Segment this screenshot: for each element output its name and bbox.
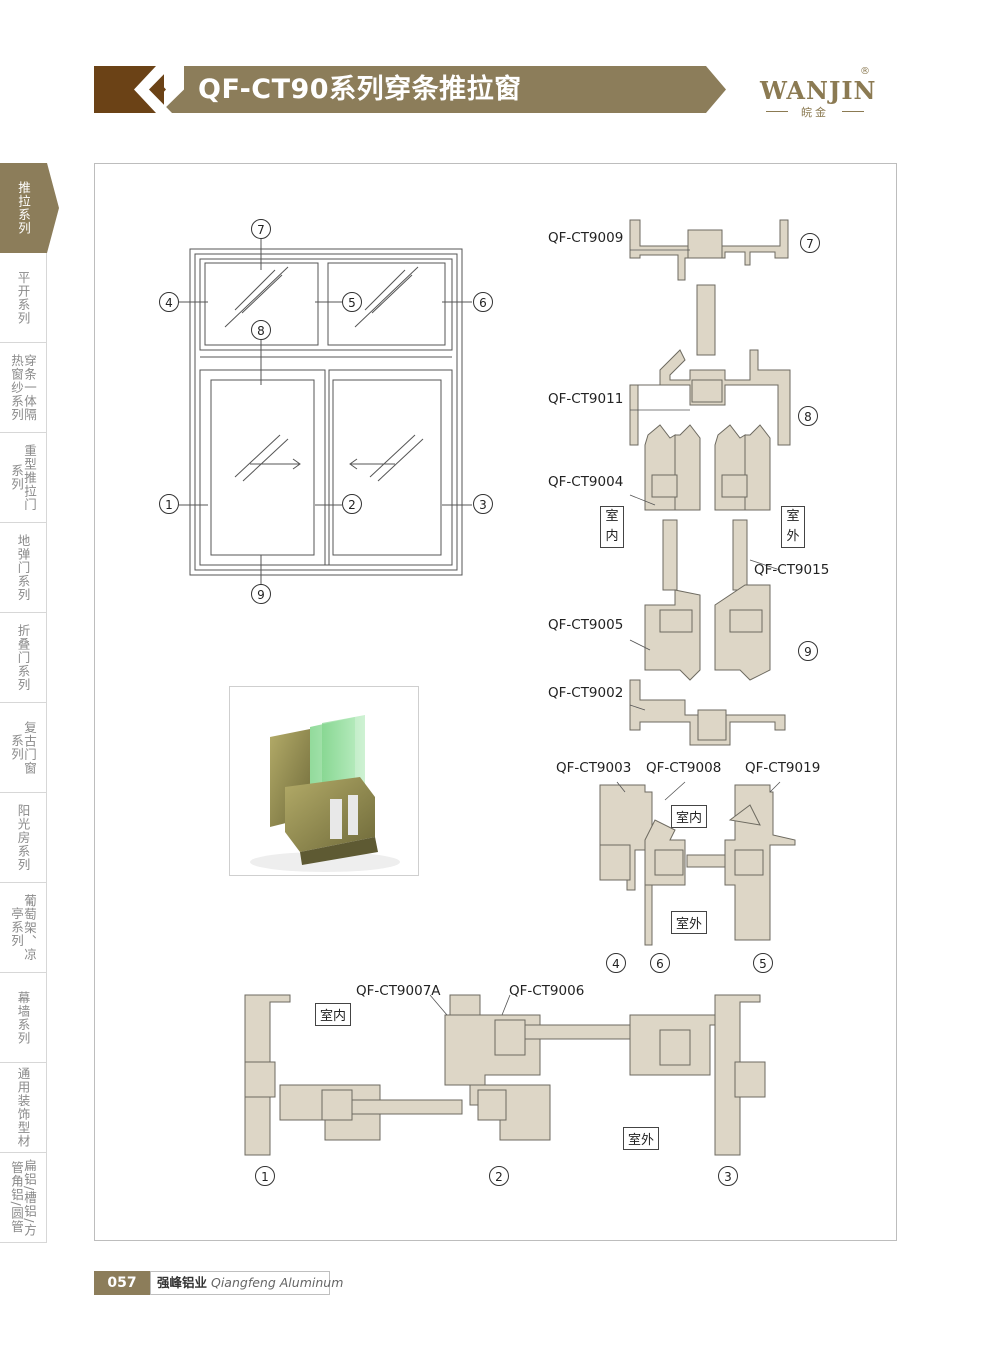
- logo-registered-mark: ®: [860, 66, 870, 77]
- profile-label: QF-CT9008: [646, 760, 722, 776]
- company-name: 强峰铝业: [157, 1275, 208, 1290]
- callout-3: 3: [718, 1166, 738, 1186]
- callout-9: 9: [251, 584, 271, 604]
- logo-rule-right: [842, 111, 864, 112]
- nav-label: 通用装饰型材: [15, 1067, 31, 1148]
- nav-label: 平开系列: [15, 270, 31, 325]
- callout-6: 6: [473, 292, 493, 312]
- brand-logo: WANJIN ® 皖金: [760, 66, 877, 120]
- callout-2: 2: [489, 1166, 509, 1186]
- callout-5: 5: [753, 953, 773, 973]
- profile-label: QF-CT9015: [754, 562, 830, 578]
- indoor-tag: 室内: [600, 506, 624, 548]
- nav-item-curtain-wall[interactable]: 幕墙系列: [0, 973, 47, 1063]
- profile-render-image: [250, 715, 400, 872]
- indoor-tag: 室内: [671, 805, 708, 828]
- profile-label: QF-CT9009: [548, 230, 624, 246]
- nav-label: 地弹门系列: [15, 533, 31, 602]
- callout-7: 7: [800, 233, 820, 253]
- nav-label: 复古门窗系列: [9, 720, 37, 775]
- outdoor-tag: 室外: [781, 506, 805, 548]
- nav-item-folding-door[interactable]: 折叠门系列: [0, 613, 47, 703]
- nav-item-general-profiles[interactable]: 通用装饰型材: [0, 1063, 47, 1153]
- callout-5: 5: [342, 292, 362, 312]
- nav-item-thermal-screen[interactable]: 穿条一体隔热窗纱系列: [0, 343, 47, 433]
- callout-3: 3: [473, 494, 493, 514]
- profile-label: QF-CT9003: [556, 760, 632, 776]
- nav-label: 扁铝/槽铝/方管角铝/圆管: [9, 1158, 37, 1237]
- nav-item-sunroom[interactable]: 阳光房系列: [0, 793, 47, 883]
- indoor-tag: 室内: [315, 1003, 352, 1026]
- callout-9: 9: [798, 641, 818, 661]
- page-number: 057: [94, 1271, 150, 1295]
- nav-item-heavy-sliding-door[interactable]: 重型推拉门系列: [0, 433, 47, 523]
- nav-label: 阳光房系列: [15, 803, 31, 872]
- nav-label: 幕墙系列: [15, 990, 31, 1045]
- page-title: QF-CT90系列穿条推拉窗: [198, 74, 522, 105]
- profile-label: QF-CT9019: [745, 760, 821, 776]
- callout-8: 8: [251, 320, 271, 340]
- callout-2: 2: [342, 494, 362, 514]
- product-photo: [229, 686, 419, 876]
- profile-label: QF-CT9004: [548, 474, 624, 490]
- callout-8: 8: [798, 406, 818, 426]
- nav-label: 葡萄架、凉亭系列: [9, 893, 37, 962]
- nav-item-pergola[interactable]: 葡萄架、凉亭系列: [0, 883, 47, 973]
- nav-label: 折叠门系列: [15, 623, 31, 692]
- outdoor-tag: 室外: [623, 1127, 660, 1150]
- nav-item-retro[interactable]: 复古门窗系列: [0, 703, 47, 793]
- profile-label: QF-CT9002: [548, 685, 624, 701]
- callout-1: 1: [159, 494, 179, 514]
- content-frame: [94, 163, 897, 1241]
- footer-company: 强峰铝业 Qiangfeng Aluminum: [150, 1271, 343, 1295]
- company-name-en: Qiangfeng Aluminum: [211, 1275, 344, 1290]
- nav-item-flat-bars[interactable]: 扁铝/槽铝/方管角铝/圆管: [0, 1153, 47, 1243]
- callout-6: 6: [650, 953, 670, 973]
- nav-label: 穿条一体隔热窗纱系列: [9, 353, 37, 422]
- outdoor-tag: 室外: [671, 911, 708, 934]
- logo-subtitle: 皖金: [801, 106, 829, 119]
- profile-label: QF-CT9005: [548, 617, 624, 633]
- logo-wordmark: WANJIN: [760, 76, 877, 105]
- nav-item-floor-spring-door[interactable]: 地弹门系列: [0, 523, 47, 613]
- nav-label: 重型推拉门系列: [9, 443, 37, 512]
- nav-item-casement[interactable]: 平开系列: [0, 253, 47, 343]
- logo-rule-left: [766, 111, 788, 112]
- side-navigation: 推拉系列 平开系列 穿条一体隔热窗纱系列 重型推拉门系列 地弹门系列 折叠门系列…: [0, 163, 59, 1243]
- sliding-section-drawing: [244, 994, 766, 1156]
- profile-label: QF-CT9006: [509, 983, 585, 999]
- nav-label: 推拉系列: [16, 181, 31, 235]
- nav-item-sliding[interactable]: 推拉系列: [0, 163, 59, 253]
- window-elevation-drawing: [179, 239, 472, 585]
- profile-label: QF-CT9007A: [356, 983, 441, 999]
- mullion-section-drawing: [599, 781, 796, 946]
- callout-1: 1: [255, 1166, 275, 1186]
- callout-7: 7: [251, 219, 271, 239]
- callout-4: 4: [606, 953, 626, 973]
- callout-4: 4: [159, 292, 179, 312]
- vertical-section-drawing: [629, 219, 791, 746]
- header-banner: [134, 66, 726, 113]
- profile-label: QF-CT9011: [548, 391, 624, 407]
